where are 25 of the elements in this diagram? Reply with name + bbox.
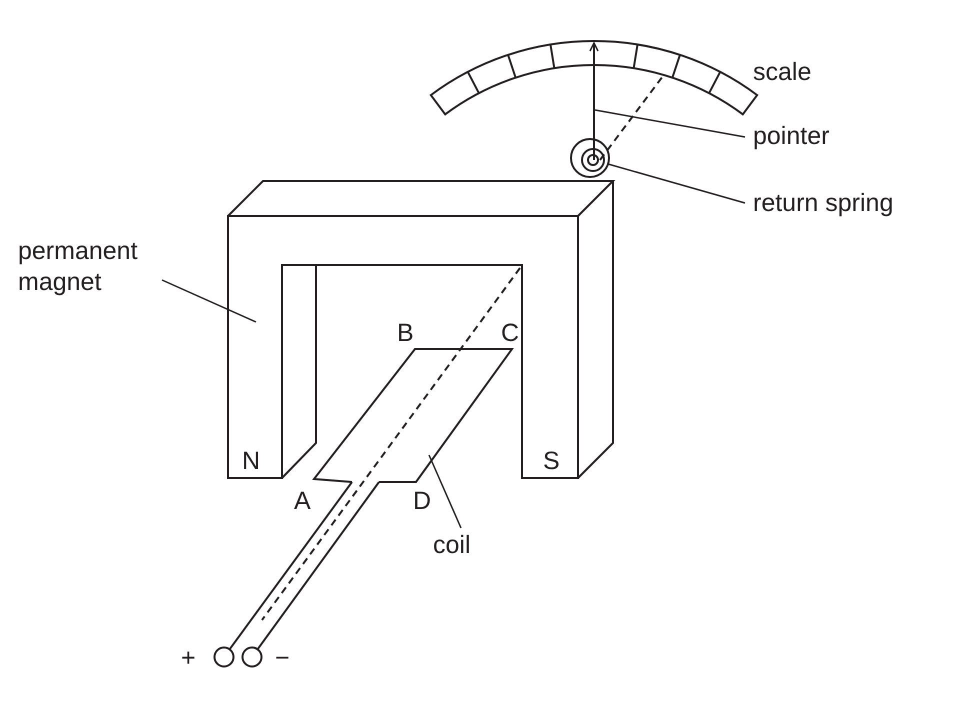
corner-letter: C bbox=[501, 318, 520, 349]
terminal-circle bbox=[242, 646, 262, 668]
leader-line bbox=[594, 109, 746, 138]
permanent-magnet-drawing bbox=[227, 180, 616, 479]
coil-drawing bbox=[261, 267, 521, 621]
corner-letter: B bbox=[397, 318, 414, 349]
pole-letter: S bbox=[543, 446, 560, 477]
spring-coil-icon bbox=[570, 138, 610, 178]
lead-wire bbox=[256, 481, 380, 650]
terminal-circle bbox=[214, 646, 234, 668]
leader-line bbox=[428, 454, 462, 528]
corner-letter: A bbox=[294, 486, 311, 517]
terminal-sign: + bbox=[181, 643, 196, 674]
coil-label: coil bbox=[433, 530, 471, 562]
permanent-magnet-label: permanent magnet bbox=[18, 236, 158, 298]
corner-letter: D bbox=[413, 486, 432, 517]
leader-line bbox=[162, 279, 256, 323]
leader-line bbox=[608, 163, 746, 204]
terminal-sign: − bbox=[275, 643, 290, 674]
pole-letter: N bbox=[242, 446, 260, 477]
scale-label: scale bbox=[753, 57, 812, 88]
pointer-label: pointer bbox=[753, 121, 830, 152]
return-spring-label: return spring bbox=[753, 188, 894, 220]
lead-wire bbox=[228, 481, 353, 650]
pointer-arrow bbox=[589, 42, 664, 161]
